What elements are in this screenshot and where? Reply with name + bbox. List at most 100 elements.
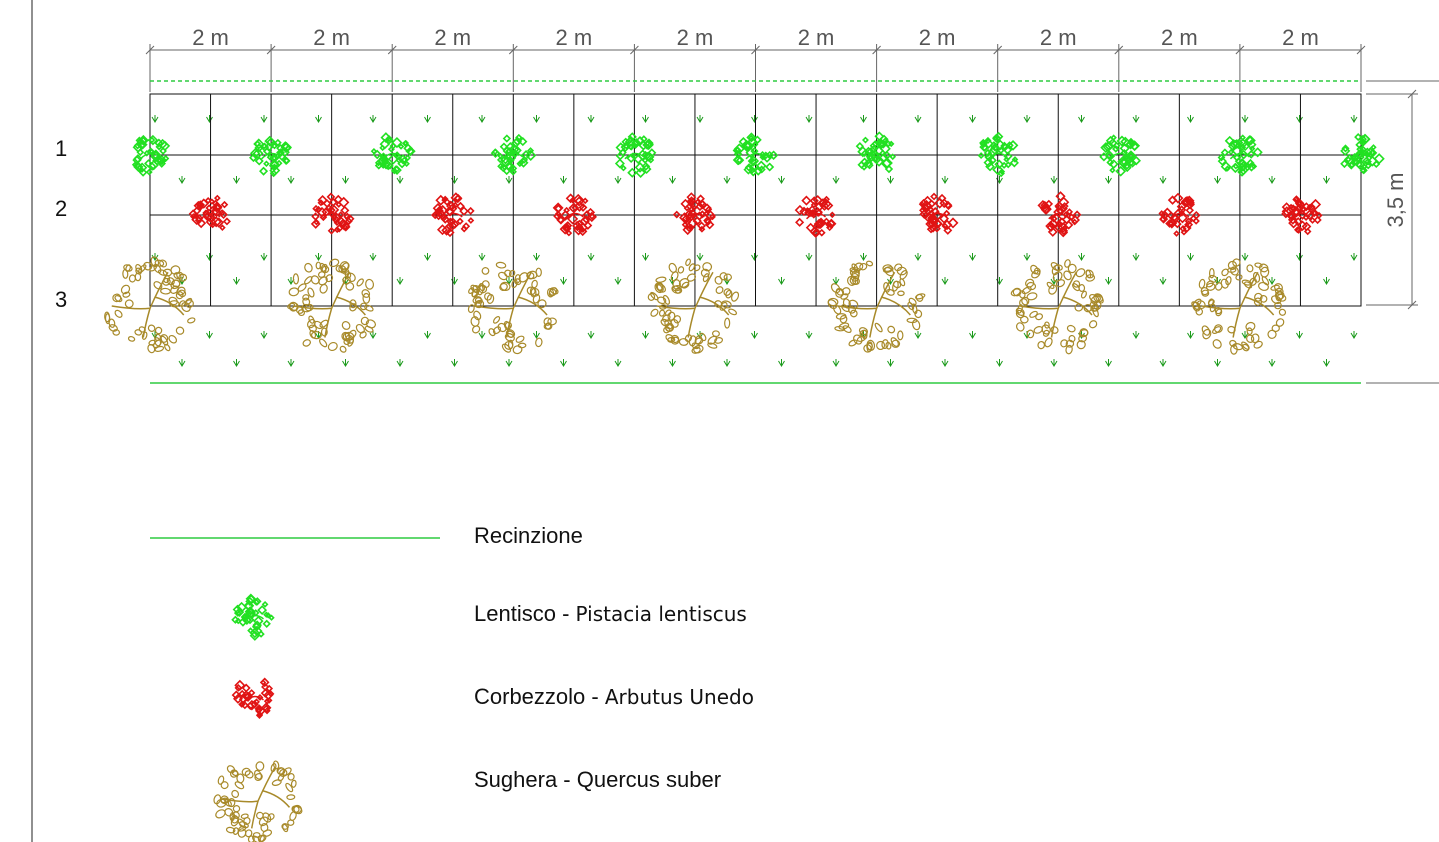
dimension-label-2m: 2 m xyxy=(1282,25,1319,50)
ground-cover-marker xyxy=(369,331,377,339)
lentisco-shrub-icon xyxy=(1099,134,1141,177)
ground-cover-marker xyxy=(1132,331,1140,339)
ground-cover-marker xyxy=(914,253,922,261)
legend-sughera-label: Sughera - Quercus suber xyxy=(474,767,721,793)
ground-cover-marker xyxy=(1078,115,1085,123)
legend-fence-label: Recinzione xyxy=(474,523,583,549)
legend-corbezzolo-label: Corbezzolo - Arbutus Unedo xyxy=(474,684,754,710)
ground-cover-marker xyxy=(723,176,731,184)
corbezzolo-shrub-icon xyxy=(794,195,837,238)
ground-cover-marker xyxy=(1105,359,1112,367)
plants-layer xyxy=(104,131,1385,355)
ground-cover-marker xyxy=(342,359,349,367)
ground-cover-marker xyxy=(614,277,622,285)
ground-cover-marker xyxy=(996,359,1003,367)
ground-cover-marker xyxy=(315,115,322,123)
ground-cover-marker xyxy=(1323,277,1330,285)
dimension-slash xyxy=(1407,300,1417,310)
corbezzolo-shrub-icon xyxy=(552,193,598,237)
ground-cover-marker xyxy=(614,176,622,184)
lentisco-shrub-icon xyxy=(614,132,657,178)
legend-corbezzolo-common: Corbezzolo xyxy=(474,684,586,709)
ground-cover-marker xyxy=(1323,359,1330,367)
ground-cover-marker xyxy=(642,115,649,123)
ground-cover-marker xyxy=(533,331,540,339)
corbezzolo-shrub-icon xyxy=(1281,195,1323,236)
ground-cover-marker xyxy=(1187,253,1194,261)
ground-cover-marker xyxy=(832,359,840,367)
ground-cover-marker xyxy=(751,253,758,261)
ground-cover-marker xyxy=(1350,331,1358,339)
dimension-label-2m: 2 m xyxy=(192,25,229,50)
ground-cover-marker xyxy=(587,331,595,339)
ground-cover-marker xyxy=(1159,277,1167,285)
ground-cover-marker xyxy=(887,359,894,367)
ground-cover-marker xyxy=(560,359,567,367)
row-number-1: 1 xyxy=(55,136,68,161)
ground-cover-marker xyxy=(369,253,377,261)
ground-cover-marker xyxy=(1350,115,1358,123)
ground-cover-marker xyxy=(669,176,676,184)
legend-corbezzolo-shrub-icon xyxy=(231,677,275,720)
ground-cover-marker xyxy=(478,115,486,123)
legend-lentisco-label: Lentisco - Pistacia lentiscus xyxy=(474,601,747,627)
ground-cover-marker xyxy=(887,176,894,184)
ground-cover-marker xyxy=(1105,176,1112,184)
ground-cover-marker xyxy=(860,115,867,123)
dimension-label-height: 3,5 m xyxy=(1383,172,1408,227)
ground-cover-marker xyxy=(805,253,813,261)
corbezzolo-shrub-icon xyxy=(918,192,959,235)
ground-cover-marker xyxy=(1241,115,1249,123)
ground-cover-marker xyxy=(342,176,349,184)
dimension-label-2m: 2 m xyxy=(313,25,350,50)
ground-cover-marker xyxy=(778,176,785,184)
sughera-tree-icon xyxy=(1191,258,1287,355)
ground-cover-marker xyxy=(1214,359,1221,367)
legend-lentisco-common: Lentisco xyxy=(474,601,556,626)
ground-cover-marker xyxy=(151,115,159,123)
ground-cover-marker xyxy=(206,331,213,339)
ground-cover-marker xyxy=(751,331,758,339)
ground-cover-marker xyxy=(832,176,840,184)
legend-fence-text: Recinzione xyxy=(474,523,583,548)
ground-cover-marker xyxy=(1023,253,1031,261)
dimension-label-2m: 2 m xyxy=(556,25,593,50)
ground-cover-marker xyxy=(505,176,513,184)
ground-cover-marker xyxy=(533,253,540,261)
dimension-slash xyxy=(508,45,518,55)
ground-cover-marker xyxy=(1241,331,1249,339)
ground-cover-marker xyxy=(1296,331,1303,339)
ground-cover-marker xyxy=(832,277,840,285)
ground-cover-marker xyxy=(1187,331,1194,339)
row-number-2: 2 xyxy=(55,196,68,221)
corbezzolo-shrub-icon xyxy=(310,192,355,235)
ground-cover-marker xyxy=(1187,115,1194,123)
legend-lentisco-scientific: Pistacia lentiscus xyxy=(575,602,747,626)
ground-cover-marker xyxy=(178,359,186,367)
ground-cover-marker xyxy=(396,176,404,184)
ground-cover-marker xyxy=(233,359,240,367)
ground-cover-marker xyxy=(1350,253,1358,261)
ground-cover-marker xyxy=(260,115,268,123)
dimension-slash xyxy=(387,45,397,55)
ground-cover-marker xyxy=(424,115,431,123)
ground-cover-marker xyxy=(1214,176,1221,184)
dimension-slash xyxy=(993,45,1003,55)
dimension-slash xyxy=(1407,89,1417,99)
ground-cover-marker xyxy=(1268,176,1276,184)
ground-cover-marker xyxy=(1050,176,1058,184)
ground-cover-marker xyxy=(206,115,213,123)
ground-cover-marker xyxy=(1296,115,1303,123)
ground-cover-marker xyxy=(260,253,268,261)
ground-cover-marker xyxy=(233,277,240,285)
corbezzolo-shrub-icon xyxy=(430,192,475,238)
ground-cover-marker xyxy=(778,277,785,285)
legend-lentisco-sep: - xyxy=(555,601,576,626)
ground-cover-marker xyxy=(642,253,649,261)
dimension-label-2m: 2 m xyxy=(677,25,714,50)
dimension-slash xyxy=(145,45,155,55)
sughera-tree-icon xyxy=(287,258,376,353)
sughera-tree-icon xyxy=(467,261,559,355)
